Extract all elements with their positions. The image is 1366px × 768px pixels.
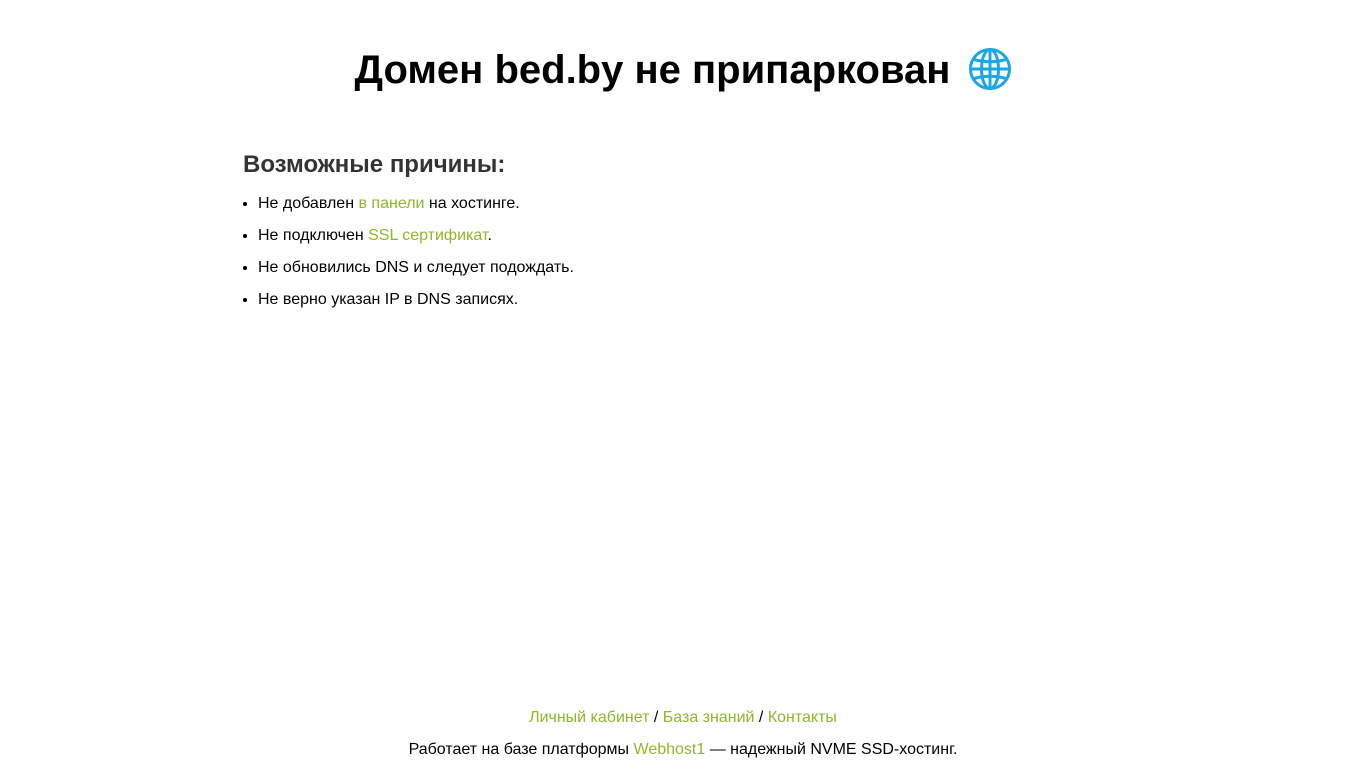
list-item: Не верно указан IP в DNS записях.: [258, 290, 1123, 310]
footer: Личный кабинет / База знаний / Контакты …: [0, 708, 1366, 768]
page-title-text: Домен bed.by не припаркован: [354, 48, 951, 92]
footer-links: Личный кабинет / База знаний / Контакты: [0, 708, 1366, 728]
reason-text: Не добавлен: [258, 195, 359, 212]
account-link[interactable]: Личный кабинет: [529, 709, 650, 726]
platform-prefix: Работает на базе платформы: [408, 741, 634, 758]
list-item: Не обновились DNS и следует подождать.: [258, 258, 1123, 278]
platform-suffix: — надежный NVME SSD-хостинг.: [705, 741, 958, 758]
list-item: Не подключен SSL сертификат.: [258, 226, 1123, 246]
page-title: Домен bed.by не припаркован: [0, 46, 1366, 94]
contacts-link[interactable]: Контакты: [767, 709, 837, 726]
list-item: Не добавлен в панели на хостинге.: [258, 194, 1123, 214]
panel-link[interactable]: в панели: [358, 195, 425, 212]
ssl-certificate-link[interactable]: SSL сертификат: [368, 227, 488, 244]
reasons-section: Возможные причины: Не добавлен в панели …: [243, 150, 1123, 322]
platform-note: Работает на базе платформы Webhost1 — на…: [0, 740, 1366, 760]
webhost1-link[interactable]: Webhost1: [633, 741, 706, 758]
reasons-heading: Возможные причины:: [243, 151, 506, 178]
reasons-list: Не добавлен в панели на хостинге. Не под…: [243, 194, 1123, 310]
reason-text: Не подключен: [258, 227, 369, 244]
footer-separator: /: [649, 709, 663, 726]
footer-separator: /: [754, 709, 768, 726]
knowledge-base-link[interactable]: База знаний: [662, 709, 755, 726]
reason-text: на хостинге.: [424, 195, 520, 212]
globe-icon: [968, 47, 1012, 91]
reason-text: .: [487, 227, 492, 244]
